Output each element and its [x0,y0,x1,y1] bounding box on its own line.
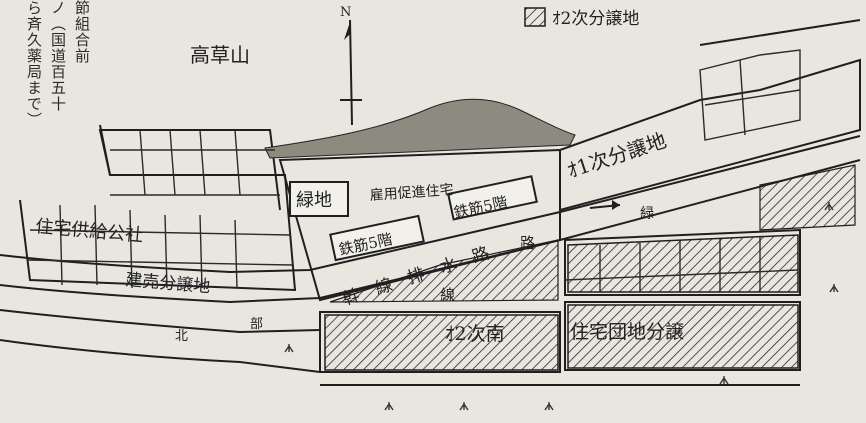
left-block-outline [19,129,297,292]
top-right-road [699,19,861,46]
drainage-char: 路 [520,234,535,252]
hatched-area-middle [567,234,799,293]
greenery-label: 緑地 [296,190,332,211]
greenery-box [289,181,349,217]
employment-housing-label: 雇用促進住宅 [369,181,454,204]
lower-road [0,309,321,334]
side-note-line-1: 節組合前 [73,0,91,64]
left-block-edge [99,124,111,176]
right-upper-block [559,58,861,212]
central-block-outline [278,148,561,302]
legend-label: ｵ2次分譲地 [552,9,639,29]
lower-road-2 [0,339,321,373]
road-arrow-head [612,200,620,210]
housing-corp-label: 住宅供給公社 [35,216,144,246]
second-phase-south-label: ｵ2次南 [445,323,505,345]
first-phase-label: ｵ1次分譲地 [564,128,669,183]
lot-grid [27,49,801,292]
svg-text:N: N [340,5,351,20]
hatched-area-south-right [567,304,799,369]
south-middle-block [564,228,801,296]
hatched-area-east [759,164,856,231]
highway-north-edge [0,135,861,274]
north-arrow-icon: N [340,5,362,126]
south-block-left [319,311,561,373]
rc5-box-a [329,214,425,262]
hatched-area-south-left [324,314,559,371]
bu-label: 部 [250,317,263,332]
housing-complex-label: 住宅団地分譲 [570,321,684,343]
mountain-label: 高草山 [190,43,250,67]
north-label: 北 [175,329,188,344]
canal-end-label: 線 [440,286,455,304]
ryoku-label: 緑 [640,206,654,222]
marsh-symbol-icon [284,202,839,411]
built-for-sale-label: 建売分譲地 [125,270,211,297]
rc5-box-b [447,175,538,221]
legend-hatch-swatch [524,7,546,27]
mountain-shape [264,98,576,159]
side-note-line-2: ノ（国道百五十 [49,0,67,112]
side-note-line-3: ら斉久薬局まで） [25,0,43,128]
south-block-right [564,301,801,371]
highway-south-edge [0,159,861,304]
hatched-area-canal-south [329,239,559,303]
